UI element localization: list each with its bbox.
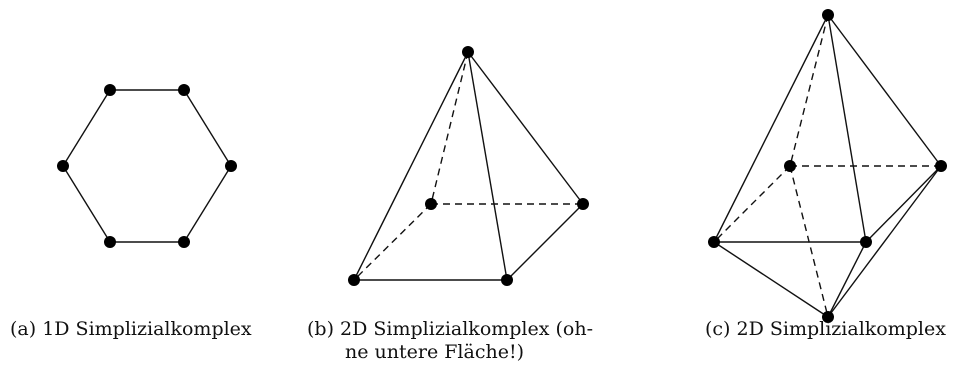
edge bbox=[713, 241, 829, 318]
edge bbox=[62, 89, 111, 167]
edge bbox=[467, 51, 508, 281]
caption-line: (c) 2D Simplizialkomplex bbox=[705, 318, 946, 340]
vertex bbox=[860, 236, 872, 248]
edge bbox=[506, 203, 584, 281]
vertex bbox=[462, 46, 474, 58]
edge bbox=[62, 165, 111, 243]
edge bbox=[713, 14, 829, 243]
pyramid-diagram bbox=[348, 46, 589, 286]
vertex bbox=[501, 274, 513, 286]
edge bbox=[183, 89, 232, 167]
hexagon-diagram bbox=[57, 84, 237, 248]
caption-c: (c) 2D Simplizialkomplex bbox=[705, 318, 946, 341]
vertex bbox=[57, 160, 69, 172]
vertex bbox=[822, 311, 834, 323]
hidden-edge bbox=[789, 14, 829, 167]
vertex bbox=[577, 198, 589, 210]
vertex bbox=[178, 236, 190, 248]
vertex bbox=[784, 160, 796, 172]
edge bbox=[827, 241, 867, 318]
vertex bbox=[104, 236, 116, 248]
edge bbox=[467, 51, 584, 205]
edge bbox=[183, 165, 232, 243]
edge bbox=[827, 165, 942, 318]
hidden-edge bbox=[430, 51, 469, 205]
edge bbox=[827, 14, 942, 167]
vertex bbox=[708, 236, 720, 248]
vertex bbox=[822, 9, 834, 21]
vertex bbox=[425, 198, 437, 210]
vertex bbox=[935, 160, 947, 172]
hidden-edge bbox=[353, 203, 432, 281]
caption-line: (b) 2D Simplizialkomplex (oh- bbox=[307, 318, 594, 340]
edge bbox=[827, 14, 867, 243]
caption-b: (b) 2D Simplizialkomplex (oh- ne untere … bbox=[307, 318, 593, 364]
caption-a: (a) 1D Simplizialkomplex bbox=[10, 318, 252, 341]
caption-line: (a) 1D Simplizialkomplex bbox=[10, 318, 252, 340]
vertex bbox=[178, 84, 190, 96]
hidden-edge bbox=[713, 165, 791, 243]
edge bbox=[865, 165, 942, 243]
vertex bbox=[225, 160, 237, 172]
octahedron-diagram bbox=[708, 9, 947, 323]
vertex bbox=[348, 274, 360, 286]
vertex bbox=[104, 84, 116, 96]
edge bbox=[353, 51, 469, 281]
caption-line: ne untere Fläche!) bbox=[345, 341, 524, 363]
